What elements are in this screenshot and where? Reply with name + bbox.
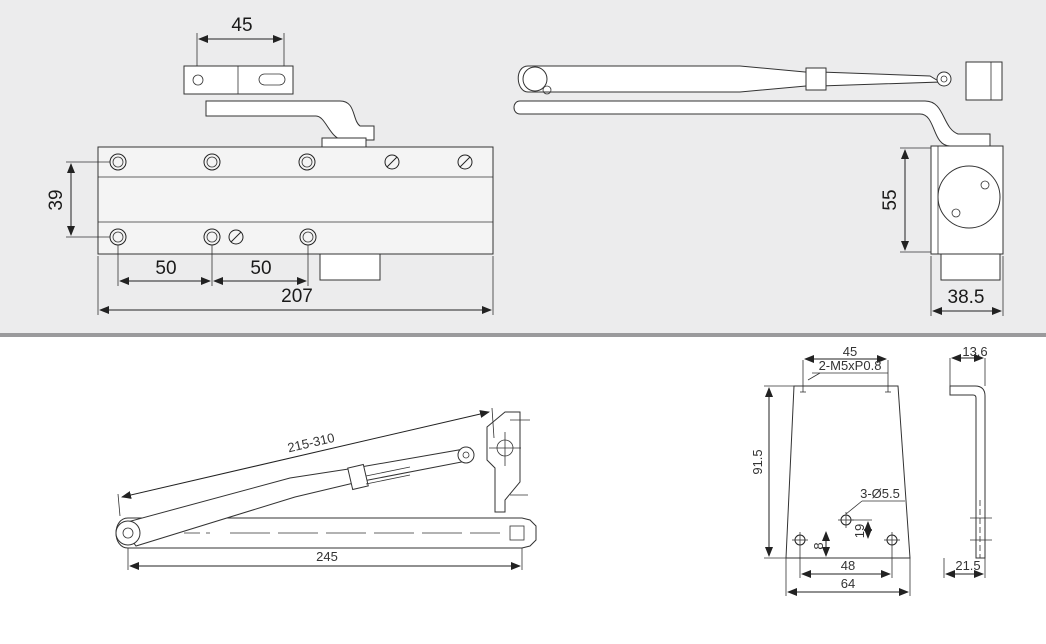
- closer-body: [97, 146, 494, 255]
- dim-bracket-depth: 21.5: [955, 558, 980, 573]
- pinion-circle: [937, 165, 1001, 229]
- bracket-plate: [785, 385, 911, 559]
- dim-hole-spacing-vertical: 39: [46, 189, 67, 210]
- main-arm: [517, 65, 942, 93]
- forearm: [513, 100, 991, 147]
- thread-note: 2-M5xP0.8: [819, 358, 882, 373]
- mount-bracket: [183, 65, 294, 95]
- arm-foot: [205, 100, 375, 141]
- dim-side-depth: 38.5: [948, 287, 985, 308]
- hole-note: 3-Ø5.5: [860, 486, 900, 501]
- dim-bracket-width: 45: [231, 15, 252, 36]
- closer-top-view: 45 39 50 50 207: [46, 15, 494, 315]
- arm-bracket: [965, 61, 1003, 101]
- bracket-profile: [949, 385, 986, 559]
- panel-divider: [0, 333, 1046, 337]
- dim-bracket-top-width: 45: [843, 344, 857, 359]
- arm-pivot: [115, 520, 141, 546]
- dim-arm-reach: 215-310: [286, 430, 336, 455]
- dim-hole-offset-small: 8: [811, 542, 826, 549]
- valve-block: [319, 253, 381, 281]
- bracket-side-view: 13.6 21.5: [943, 344, 992, 578]
- dim-hole-pitch-2: 50: [250, 258, 271, 279]
- arm-joint: [936, 71, 952, 87]
- bracket-hole: [192, 74, 204, 86]
- dim-hole-offset-v: 19: [852, 524, 867, 538]
- top-hole-row: [109, 153, 473, 171]
- dim-bracket-bottom-width: 64: [841, 576, 855, 591]
- dim-bracket-height: 91.5: [750, 449, 765, 474]
- shoe-bracket: [486, 411, 521, 513]
- arm-nut: [805, 67, 827, 91]
- bracket-front-view: 45 2-M5xP0.8 91.5 3-Ø5.5 19 8 4: [750, 344, 911, 596]
- dim-arm-length: 245: [316, 549, 338, 564]
- dim-hole-span: 48: [841, 558, 855, 573]
- bracket-slot: [258, 73, 286, 86]
- dim-bracket-thickness: 13.6: [962, 344, 987, 359]
- dim-body-length: 207: [281, 286, 313, 307]
- arm-installation-view: 215-310 245: [115, 407, 537, 570]
- dim-side-height: 55: [880, 189, 901, 210]
- dim-hole-pitch-1: 50: [155, 258, 176, 279]
- closer-side-view: 55 38.5: [513, 61, 1004, 316]
